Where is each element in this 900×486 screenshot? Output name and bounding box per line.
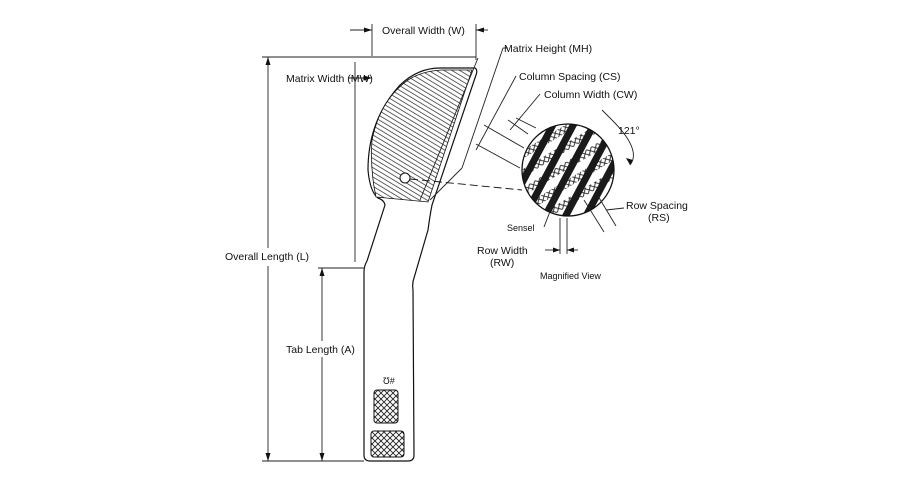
row-width-dimension xyxy=(545,218,578,254)
overall-width-label: Overall Width (W) xyxy=(382,25,465,37)
pin-marker: Ʊ# xyxy=(383,376,395,386)
angle-label: 121° xyxy=(618,125,640,137)
row-spacing-dimension xyxy=(583,195,625,233)
column-width-label: Column Width (CW) xyxy=(544,89,637,101)
row-width-label: Row Width xyxy=(477,245,528,257)
sensel-leader xyxy=(543,195,557,228)
matrix-height-label: Matrix Height (MH) xyxy=(504,43,592,55)
connector-pads: Ʊ# xyxy=(370,376,405,458)
overall-length-dimension xyxy=(262,56,476,462)
sensel-label: Sensel xyxy=(507,223,535,233)
row-width-abbr: (RW) xyxy=(490,257,514,269)
matrix-width-label: Matrix Width (MW) xyxy=(286,73,373,85)
overall-width-dimension xyxy=(350,24,488,60)
magnify-spot xyxy=(399,172,411,184)
matrix-height-dimension xyxy=(419,47,508,201)
row-spacing-label: Row Spacing xyxy=(626,200,688,212)
magnified-view-label: Magnified View xyxy=(540,271,601,281)
tab-length-dimension xyxy=(318,267,364,461)
overall-length-label: Overall Length (L) xyxy=(225,251,309,263)
column-spacing-label: Column Spacing (CS) xyxy=(519,71,621,83)
sensor-matrix xyxy=(371,69,473,203)
row-spacing-abbr: (RS) xyxy=(648,212,670,224)
angle-dimension xyxy=(601,109,634,166)
column-spacing-dimension xyxy=(475,75,541,169)
magnified-view xyxy=(521,123,615,217)
matrix-width-dimension xyxy=(348,62,372,262)
magnify-leader xyxy=(409,178,523,191)
tab-length-label: Tab Length (A) xyxy=(286,344,355,356)
